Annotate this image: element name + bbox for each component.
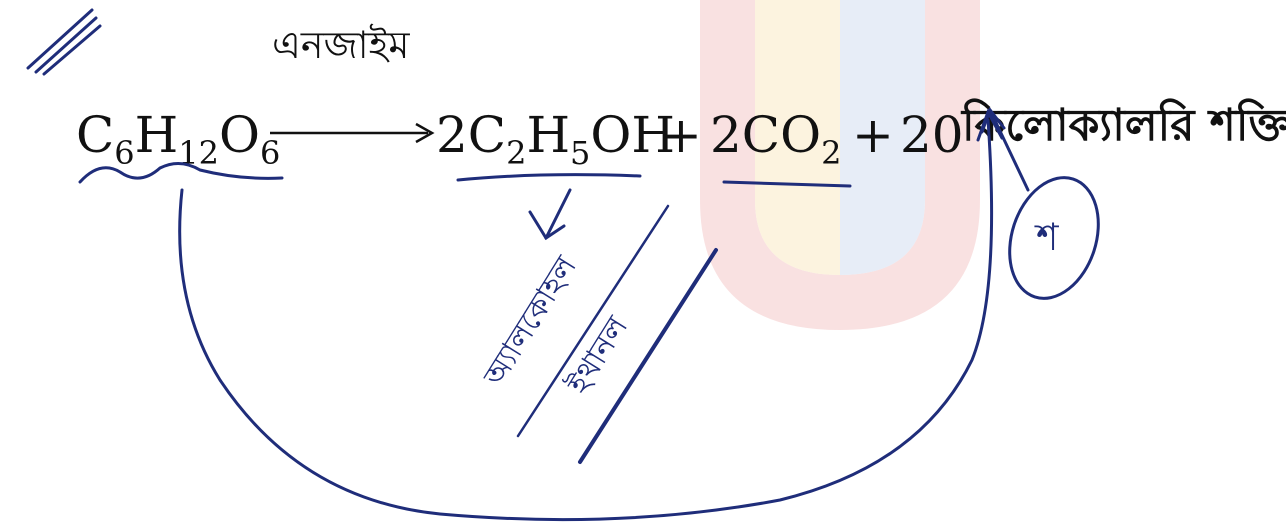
- ethanol-h: H: [526, 106, 571, 164]
- product-co2: 2CO2: [710, 110, 841, 169]
- enzyme-label: এনজাইম: [272, 23, 410, 67]
- co2-underline: [722, 180, 852, 188]
- ethanol-oh: OH: [590, 106, 676, 164]
- energy-pointer: [988, 108, 1030, 192]
- ethanol-sub-2: 2: [506, 134, 527, 172]
- reactant-o: O: [218, 106, 260, 164]
- corner-scribble: [26, 8, 102, 76]
- connecting-arc-head: [976, 108, 1004, 142]
- note-line-1: [516, 204, 670, 438]
- reactant-sub-6b: 6: [259, 134, 281, 172]
- reactant-sub-6: 6: [114, 134, 135, 172]
- co2-base: 2CO: [710, 106, 822, 164]
- plus-sign-1: +: [660, 106, 702, 164]
- circle-note: শ: [1034, 215, 1059, 259]
- product-ethanol: 2C2H5OH: [436, 110, 675, 169]
- plus-sign-2: +: [852, 106, 894, 164]
- co2-sub-2: 2: [821, 134, 842, 172]
- energy-value: 20: [900, 106, 964, 164]
- reactant-h: H: [134, 106, 179, 164]
- reactant-underline: [78, 162, 284, 184]
- connecting-arc: [178, 118, 994, 522]
- note-line-2: [578, 248, 718, 464]
- energy-label: কিলোক্যালরি শক্তি: [962, 100, 1286, 151]
- ethanol-down-arrow: [528, 188, 572, 241]
- circle-note-ring: [1008, 176, 1100, 300]
- ethanol-underline: [456, 173, 642, 182]
- ethanol-coef-c: 2C: [436, 106, 507, 164]
- ethanol-sub-5: 5: [570, 134, 591, 172]
- reactant-c: C: [76, 106, 115, 164]
- reaction-arrow: [270, 122, 435, 144]
